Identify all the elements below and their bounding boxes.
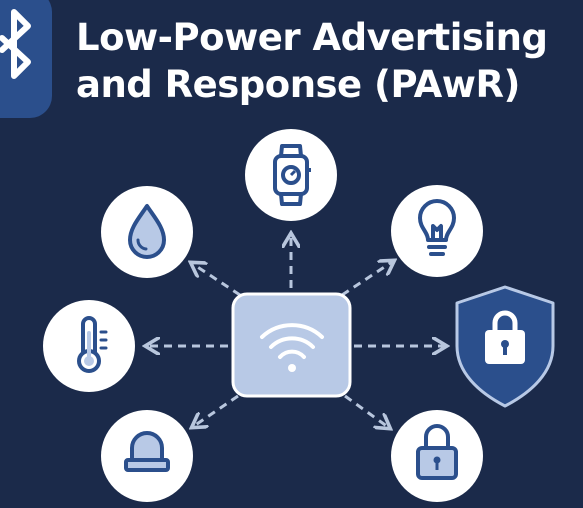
arrow-to-alarm [194, 394, 239, 426]
node-security-shield [455, 285, 555, 408]
arrow-to-bulb [341, 262, 392, 297]
node-water-drop [101, 186, 193, 278]
title-line-2: and Response (PAwR) [76, 63, 520, 106]
thermometer-icon [77, 316, 108, 373]
arrow-to-drop [193, 264, 241, 297]
drop-icon [128, 204, 166, 259]
node-smartwatch [245, 129, 337, 221]
node-alarm [101, 410, 193, 502]
node-lightbulb [391, 185, 483, 277]
arrows [148, 236, 444, 427]
bulb-icon [418, 199, 456, 256]
node-thermometer [43, 300, 135, 392]
watch-icon [273, 144, 311, 206]
bluetooth-icon [0, 0, 52, 118]
hub-node [231, 292, 352, 398]
node-padlock [391, 410, 483, 502]
title-line-1: Low-Power Advertising [76, 16, 548, 59]
padlock-icon [416, 424, 458, 480]
shield-lock-icon [485, 310, 525, 364]
page-title: Low-Power Advertising and Response (PAwR… [76, 14, 548, 108]
wifi-icon [260, 323, 324, 372]
alarm-icon [124, 431, 170, 472]
arrow-to-padlock [344, 394, 388, 427]
